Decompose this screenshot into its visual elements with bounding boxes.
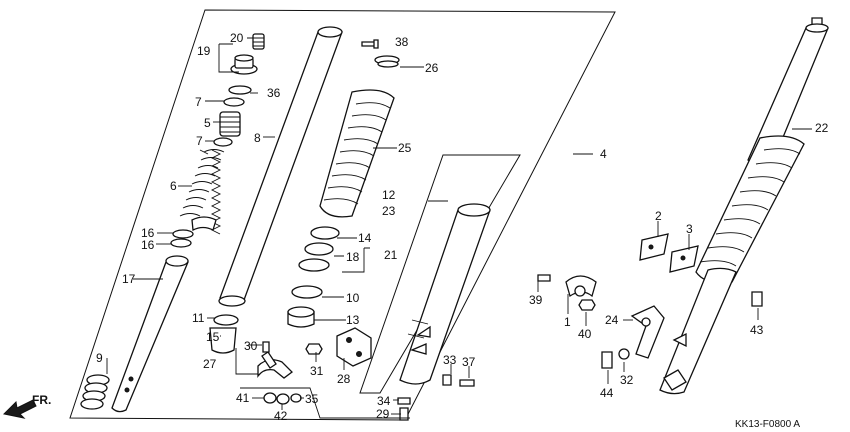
washer-32 [618,348,630,360]
callout-36: 36 [267,86,281,100]
callout-16a: 16 [141,226,155,240]
grommet-42 [276,393,290,405]
callout-35: 35 [305,392,319,406]
callout-22: 22 [815,121,829,135]
callout-numbers: 20 19 36 7 5 7 8 6 16 16 17 11 15 9 38 2… [96,31,829,423]
fork-pipe-damper [111,255,189,413]
callout-15: 15 [206,330,220,344]
slider-subframe [359,154,521,394]
stay-24 [630,305,665,359]
bolt-37 [459,379,475,387]
nut-31 [305,343,323,355]
washer-upper [223,97,245,107]
diagram-code: KK13-F0800 A [735,419,800,430]
callout-21: 21 [384,248,398,262]
oil-seal-14 [310,226,340,240]
bolt-39 [537,274,551,282]
callout-28: 28 [337,372,351,386]
slide-bushing [213,314,239,326]
callout-9: 9 [96,351,103,365]
bolt-30 [262,341,270,353]
callout-5: 5 [204,116,211,130]
callout-10: 10 [346,291,360,305]
callout-41: 41 [236,391,250,405]
boot-clip-26 [374,55,400,68]
callout-7b: 7 [196,134,203,148]
back-up-ring [304,242,334,256]
callout-29: 29 [376,407,390,421]
callout-27: 27 [203,357,217,371]
fork-slider [399,203,491,385]
stopper-ring-b [170,238,192,248]
washer-lower [213,137,233,147]
callout-12: 12 [382,188,396,202]
callout-7a: 7 [195,95,202,109]
front-direction-arrow: FR. [2,393,51,419]
callout-34: 34 [377,394,391,408]
callout-38: 38 [395,35,409,49]
callout-26: 26 [425,61,439,75]
leader-lines [106,37,812,419]
fork-boot [319,89,395,218]
callout-43: 43 [750,323,764,337]
front-direction-label: FR. [32,393,51,407]
callout-13: 13 [346,313,360,327]
bolt-44 [601,351,613,369]
callout-30: 30 [244,339,258,353]
nut-40 [578,299,596,311]
callout-17: 17 [122,272,136,286]
callout-32: 32 [620,373,634,387]
callout-25: 25 [398,141,412,155]
fork-assembly-complete [659,17,829,395]
callout-18: 18 [346,250,360,264]
bolt-43 [751,291,763,307]
washer-34 [397,397,411,405]
seal-collar-13 [287,306,315,328]
washer-35 [290,393,302,403]
callout-3: 3 [686,222,693,236]
callout-16b: 16 [141,238,155,252]
stopper-ring-a [172,229,194,239]
bolt-29 [399,407,409,421]
callout-14: 14 [358,231,372,245]
callout-20: 20 [230,31,244,45]
spring-collar-5 [219,111,241,137]
callout-31: 31 [310,364,324,378]
bolt-38 [361,39,379,49]
callout-19: 19 [197,44,211,58]
callout-23: 23 [382,204,396,218]
fork-spring [179,149,225,235]
brake-hose-clamp-1 [565,275,597,298]
spring-9 [80,374,110,410]
callout-33: 33 [443,353,457,367]
callout-39: 39 [529,293,543,307]
oil-seal-10 [291,285,323,299]
callout-24: 24 [605,313,619,327]
washer-33 [442,374,452,386]
o-ring-36 [228,85,252,95]
cable-guide-27 [257,351,293,379]
dust-seal-cap [209,327,237,354]
bracket-2 [639,233,669,261]
callout-37: 37 [462,355,476,369]
axle-holder-28 [336,327,372,367]
callout-6: 6 [170,179,177,193]
callout-2: 2 [655,209,662,223]
fork-pipe [218,26,343,307]
callout-1: 1 [564,315,571,329]
callout-8: 8 [254,131,261,145]
callout-40: 40 [578,327,592,341]
slide-ring-18 [298,258,330,272]
collar-41 [263,392,277,404]
callout-44: 44 [600,386,614,400]
bracket-3 [669,245,699,273]
callout-4: 4 [600,147,607,161]
callout-42: 42 [274,409,288,423]
fork-bolt-assembly [230,33,265,75]
callout-11: 11 [192,311,205,325]
